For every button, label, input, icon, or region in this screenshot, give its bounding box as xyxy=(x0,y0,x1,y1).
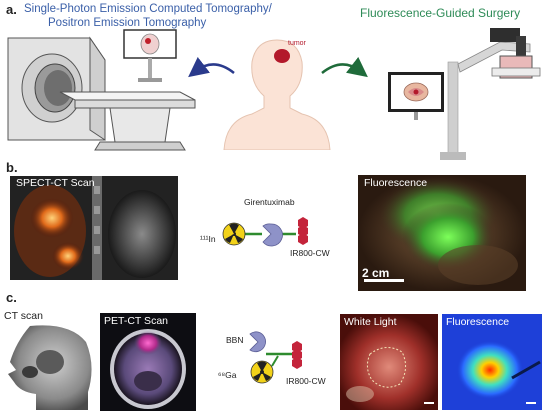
arrow-to-imaging xyxy=(188,56,235,78)
bbn-label: BBN xyxy=(226,335,244,345)
radiation-icon xyxy=(222,222,246,246)
dye-icon xyxy=(298,217,308,245)
spect-ct-image xyxy=(10,176,178,280)
dye-icon-c xyxy=(292,341,302,369)
fluorescence-image-b xyxy=(358,175,526,291)
ct-scan-label: CT scan xyxy=(4,310,43,322)
radiation-icon-c xyxy=(250,360,274,384)
pet-ct-label: PET-CT Scan xyxy=(104,315,168,327)
fluorescence-label-c: Fluorescence xyxy=(446,316,510,328)
dye-label-c: IR800-CW xyxy=(286,376,326,386)
panel-a-right-title: Fluorescence-Guided Surgery xyxy=(360,6,521,20)
isotope-ga-label: ⁶⁸Ga xyxy=(218,370,237,380)
bbn-conjugate xyxy=(249,331,302,384)
panel-c-letter: c. xyxy=(6,290,17,305)
spect-ct-label: SPECT-CT Scan xyxy=(16,177,95,189)
panel-b-letter: b. xyxy=(6,160,18,175)
peptide-icon xyxy=(249,331,266,353)
scanner-monitor xyxy=(123,29,177,82)
surgical-system-illustration xyxy=(388,28,541,160)
antibody-icon xyxy=(262,223,283,247)
fluorescence-image-c xyxy=(442,314,542,410)
arrow-to-surgery xyxy=(321,56,368,78)
isotope-in-label: ¹¹¹In xyxy=(200,234,216,244)
panel-a-letter: a. xyxy=(6,2,17,17)
white-light-label: White Light xyxy=(344,316,397,328)
panel-a-title-line2: Positron Emission Tomography xyxy=(48,17,207,29)
dye-label-b: IR800-CW xyxy=(290,248,330,258)
girentuximab-conjugate xyxy=(222,217,308,247)
scale-bar-label: 2 cm xyxy=(362,266,390,280)
tumor-label: tumor xyxy=(288,40,306,47)
fluorescence-label-b: Fluorescence xyxy=(364,177,428,189)
tumor-mark xyxy=(274,49,290,63)
panel-a-title-line1: Single-Photon Emission Computed Tomograp… xyxy=(24,3,272,15)
patient-bust xyxy=(223,39,331,150)
antibody-label: Girentuximab xyxy=(244,197,295,207)
ct-scan-image xyxy=(0,322,96,410)
white-light-image xyxy=(340,314,438,410)
scanner-illustration xyxy=(7,36,196,151)
pet-ct-image xyxy=(100,313,196,411)
